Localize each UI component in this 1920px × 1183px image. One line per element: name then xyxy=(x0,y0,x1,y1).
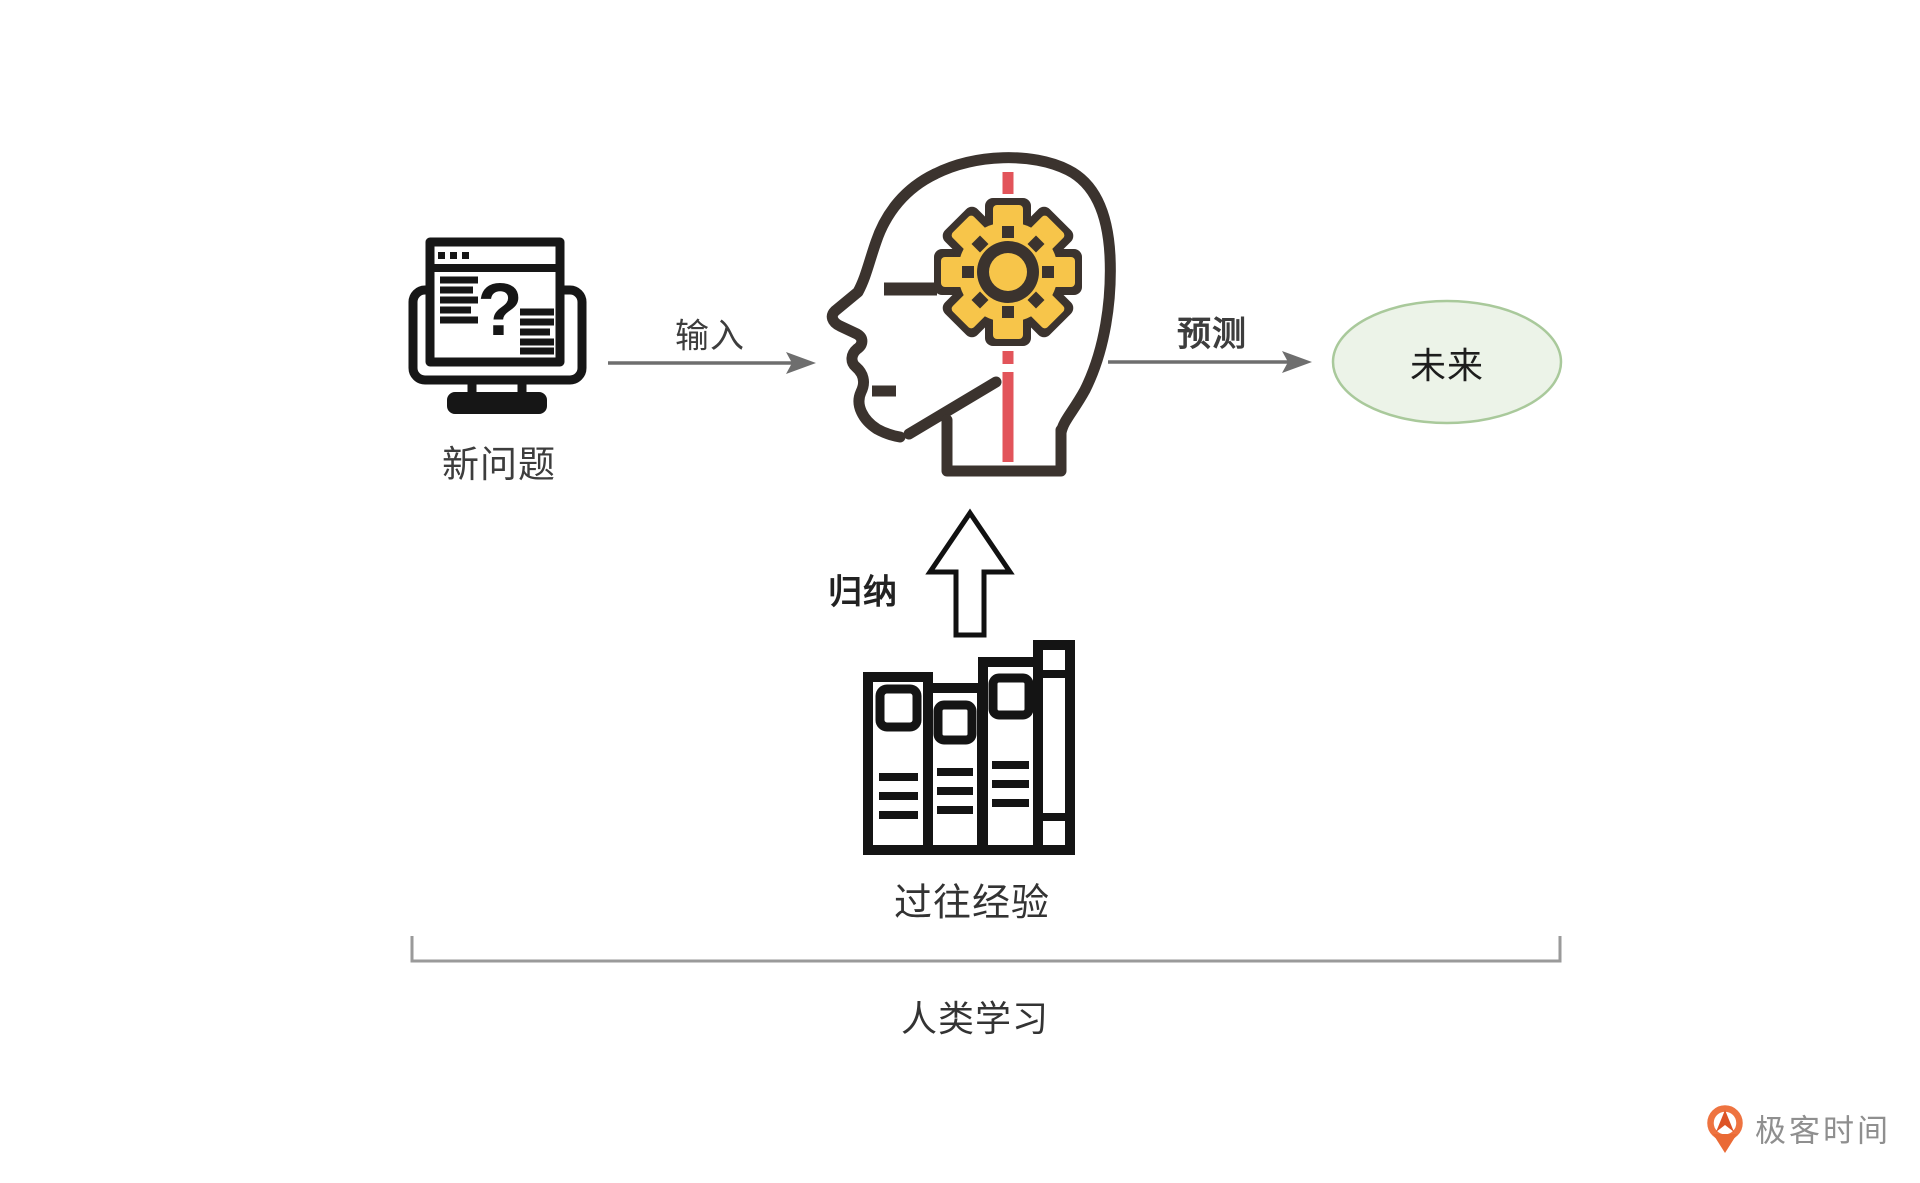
question-mark-glyph: ? xyxy=(477,268,522,351)
input-arrow xyxy=(608,352,816,374)
induce-up-arrow xyxy=(925,508,1015,638)
geektime-logo-icon xyxy=(1707,1105,1743,1153)
past-experience-label: 过往经验 xyxy=(893,882,1051,925)
browser-text-lines-left xyxy=(440,276,478,324)
input-edge-label: 输入 xyxy=(675,317,745,356)
human-learning-group-label: 人类学习 xyxy=(900,998,1050,1039)
human-learning-bracket xyxy=(410,936,1562,963)
geektime-brand-text: 极客时间 xyxy=(1755,1113,1891,1149)
predict-edge-label: 预测 xyxy=(1177,315,1247,354)
new-problem-label: 新问题 xyxy=(442,444,556,485)
future-node-ellipse xyxy=(1331,299,1563,425)
head-outline xyxy=(826,152,1116,477)
input-arrowhead xyxy=(786,352,816,374)
monitor-stand-base xyxy=(447,392,547,414)
neck xyxy=(941,414,1067,477)
gear-hub-center xyxy=(989,253,1027,291)
monitor-question-icon: ? xyxy=(408,237,587,414)
logo-inner-arrow xyxy=(1716,1110,1734,1132)
head-gear-icon xyxy=(826,152,1116,477)
induce-edge-label: 归纳 xyxy=(828,573,898,612)
jaw-line xyxy=(903,376,1002,440)
gear-icon xyxy=(934,198,1082,346)
predict-arrow xyxy=(1108,351,1312,373)
future-node-label: 未来 xyxy=(1409,345,1485,386)
books-icon xyxy=(863,640,1075,855)
browser-titlebar-dots xyxy=(438,252,469,259)
logo-pin-tail xyxy=(1713,1134,1737,1153)
browser-text-lines-right xyxy=(520,308,554,355)
predict-arrowhead xyxy=(1282,351,1312,373)
